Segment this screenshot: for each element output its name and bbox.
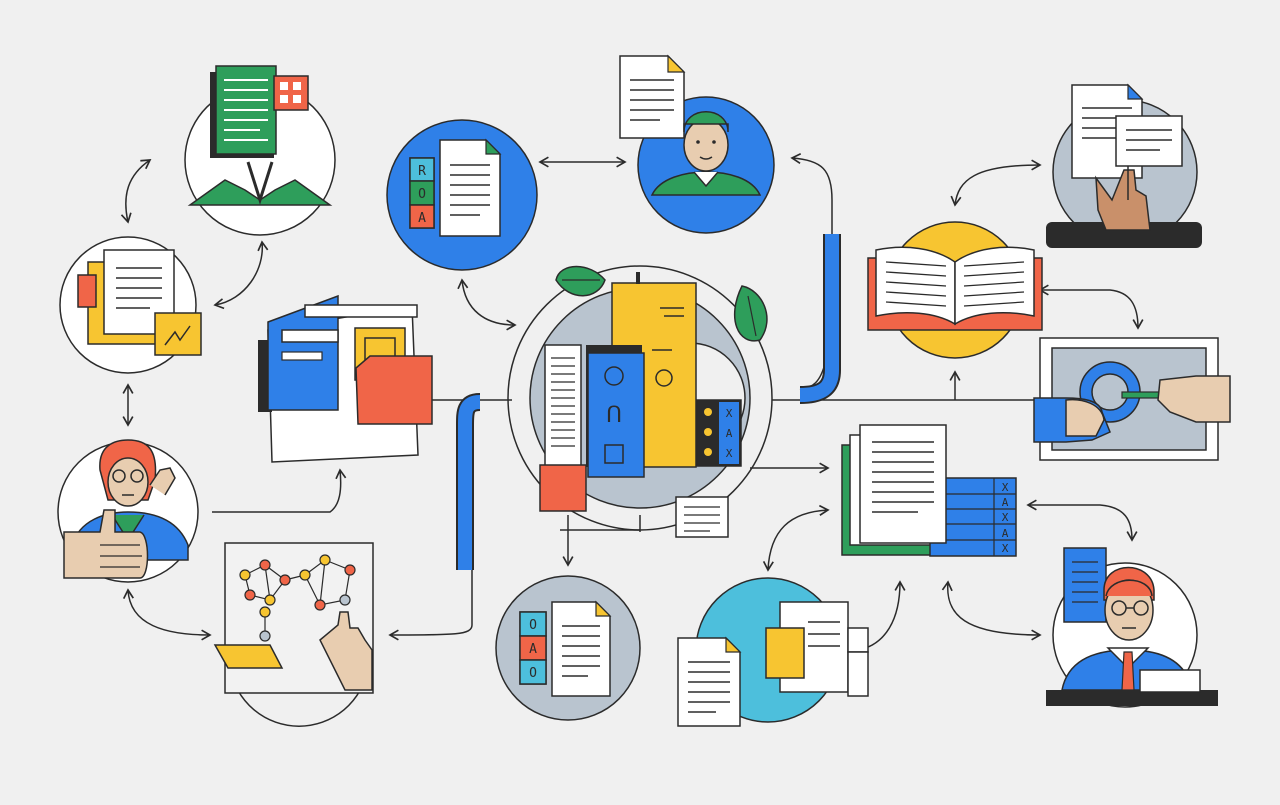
table-glyph: X — [1002, 481, 1009, 494]
node-cyan-doc-exchange — [677, 577, 869, 727]
connector — [457, 278, 517, 331]
node-central-library-hub: ᑎ X A X — [507, 265, 773, 538]
table-glyph: X — [1002, 511, 1009, 524]
node-open-book — [867, 221, 1043, 359]
node-woman-thumbs-up — [57, 439, 199, 583]
connector — [122, 588, 212, 641]
tower-glyph: ᑎ — [606, 403, 622, 428]
connector — [941, 580, 1042, 641]
connector — [1038, 284, 1144, 330]
connector — [1026, 499, 1138, 542]
classifier-glyph: O — [418, 187, 426, 202]
node-network-graph-board — [213, 542, 374, 727]
node-blue-folder-docs — [258, 294, 433, 463]
table-glyph: X — [1002, 542, 1009, 555]
classifier-glyph: O — [529, 666, 537, 681]
classifier-glyph: R — [418, 164, 426, 179]
flow-bars — [456, 234, 841, 570]
connector — [950, 159, 1042, 207]
connector — [120, 159, 152, 224]
connector — [213, 240, 269, 310]
connector — [762, 504, 830, 572]
node-man-green-cap — [619, 54, 775, 234]
classifier-glyph: A — [529, 642, 537, 657]
hub-glyph: X — [726, 407, 733, 420]
classifier-glyph: O — [529, 618, 537, 633]
connector — [212, 468, 347, 513]
node-documents-database: X A X A X — [841, 424, 1017, 557]
hub-glyph: A — [726, 427, 733, 440]
node-document-stack — [59, 236, 202, 374]
node-man-with-document — [1046, 547, 1218, 708]
node-spreadsheet-presenter — [184, 65, 336, 236]
leaf-icon — [733, 285, 768, 342]
classifier-glyph: A — [418, 211, 426, 226]
table-glyph: A — [1002, 496, 1009, 509]
hub-glyph: X — [726, 447, 733, 460]
table-glyph: A — [1002, 527, 1009, 540]
connector — [388, 570, 473, 641]
leaf-icon — [555, 265, 606, 297]
node-blue-doc-classifier: R O A — [386, 119, 538, 271]
node-grey-doc-classifier: O A O — [495, 575, 641, 721]
node-hand-documents — [1046, 83, 1202, 248]
node-dial-monitor — [1033, 337, 1231, 461]
connectors — [120, 153, 1144, 651]
